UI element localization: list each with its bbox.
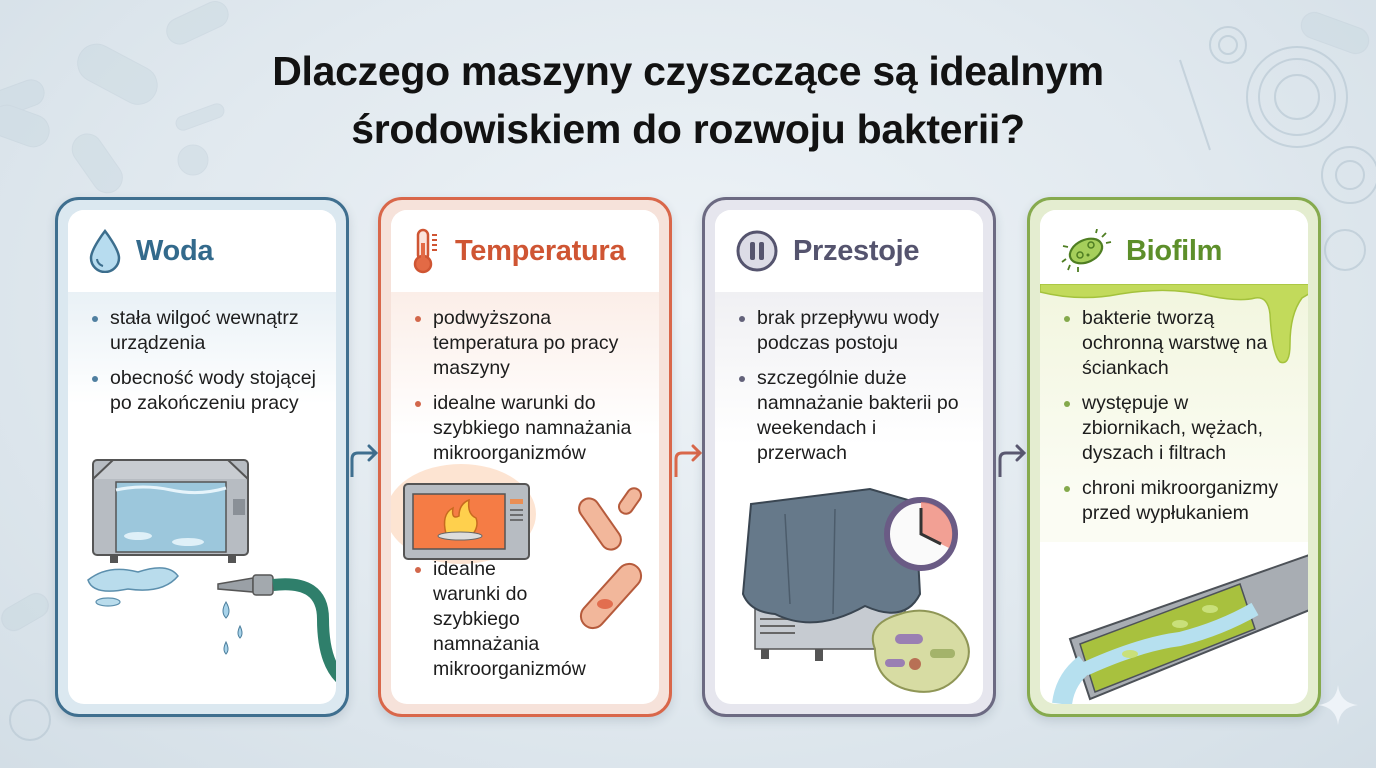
card-header: Woda <box>68 210 336 292</box>
bullet-item: bakterie tworzą ochronną warstwę na ścia… <box>1062 306 1294 381</box>
card-panel: Przestoje brak przepływu wody podczas po… <box>715 210 983 704</box>
pause-icon <box>736 230 778 272</box>
bullet-list: brak przepływu wody podczas postoju szcz… <box>737 306 969 466</box>
bacterium-icon <box>1061 229 1112 272</box>
title-line-1: Dlaczego maszyny czyszczące są idealnym <box>272 48 1104 94</box>
card-panel: Temperatura podwyższona temperatura po p… <box>391 210 659 704</box>
page-title: Dlaczego maszyny czyszczące są idealnym … <box>0 42 1376 158</box>
bullet-item: idealne warunki do szybkiego namnażania … <box>413 391 645 466</box>
card-header: Temperatura <box>391 210 659 292</box>
bullet-item: szczególnie duże namnażanie bakterii po … <box>737 366 969 466</box>
card-panel: Woda stała wilgoć wewnątrz urządzenia ob… <box>68 210 336 704</box>
bullet-item: idealne warunki do szybkiego namnażania … <box>413 557 586 682</box>
bullet-list: bakterie tworzą ochronną warstwę na ścia… <box>1062 306 1294 526</box>
card-temperatura: Temperatura podwyższona temperatura po p… <box>378 197 672 717</box>
bullet-list: podwyższona temperatura po pracy maszyny… <box>413 306 645 466</box>
card-title: Woda <box>136 234 214 267</box>
bullet-list: idealne warunki do szybkiego namnażania … <box>413 557 586 682</box>
card-body: podwyższona temperatura po pracy maszyny… <box>391 292 659 472</box>
card-title: Temperatura <box>455 234 626 267</box>
card-body: brak przepływu wody podczas postoju szcz… <box>715 292 983 472</box>
card-przestoje: Przestoje brak przepływu wody podczas po… <box>702 197 996 717</box>
sparkle-icon <box>1318 685 1358 725</box>
water-drop-icon <box>89 229 121 273</box>
card-biofilm: Biofilm bakterie tworzą ochronną warstwę… <box>1027 197 1321 717</box>
heated-oven-illustration <box>391 464 643 564</box>
bullet-item: brak przepływu wody podczas postoju <box>737 306 969 356</box>
machine-tank-illustration <box>87 459 336 682</box>
slime-drip-decoration <box>1040 284 1308 364</box>
bacterium-icon <box>579 562 643 630</box>
bacteria-icon <box>578 487 643 551</box>
arrow-right-icon <box>998 444 1027 477</box>
arrow-right-icon <box>350 444 379 477</box>
pipe-biofilm-illustration <box>1052 554 1308 704</box>
card-header: Biofilm <box>1040 210 1308 292</box>
bullet-list: stała wilgoć wewnątrz urządzenia obecnoś… <box>90 306 322 416</box>
bullet-item: chroni mikroorganizmy przed wypłukaniem <box>1062 476 1294 526</box>
card-header: Przestoje <box>715 210 983 292</box>
card-title: Przestoje <box>793 234 920 267</box>
bullet-item: podwyższona temperatura po pracy maszyny <box>413 306 645 381</box>
card-panel: Biofilm bakterie tworzą ochronną warstwę… <box>1040 210 1308 704</box>
title-line-2: środowiskiem do rozwoju bakterii? <box>351 106 1025 152</box>
card-body-secondary: idealne warunki do szybkiego namnażania … <box>391 543 586 704</box>
bullet-item: występuje w zbiornikach, wężach, dyszach… <box>1062 391 1294 466</box>
card-body: stała wilgoć wewnątrz urządzenia obecnoś… <box>68 292 336 452</box>
bullet-item: obecność wody stojącej po zakończeniu pr… <box>90 366 322 416</box>
arrow-right-icon <box>674 444 703 477</box>
card-woda: Woda stała wilgoć wewnątrz urządzenia ob… <box>55 197 349 717</box>
thermometer-icon <box>413 228 437 274</box>
bullet-item: stała wilgoć wewnątrz urządzenia <box>90 306 322 356</box>
card-title: Biofilm <box>1126 234 1223 267</box>
covered-machine-illustration <box>741 487 970 693</box>
card-body: bakterie tworzą ochronną warstwę na ścia… <box>1040 292 1308 542</box>
